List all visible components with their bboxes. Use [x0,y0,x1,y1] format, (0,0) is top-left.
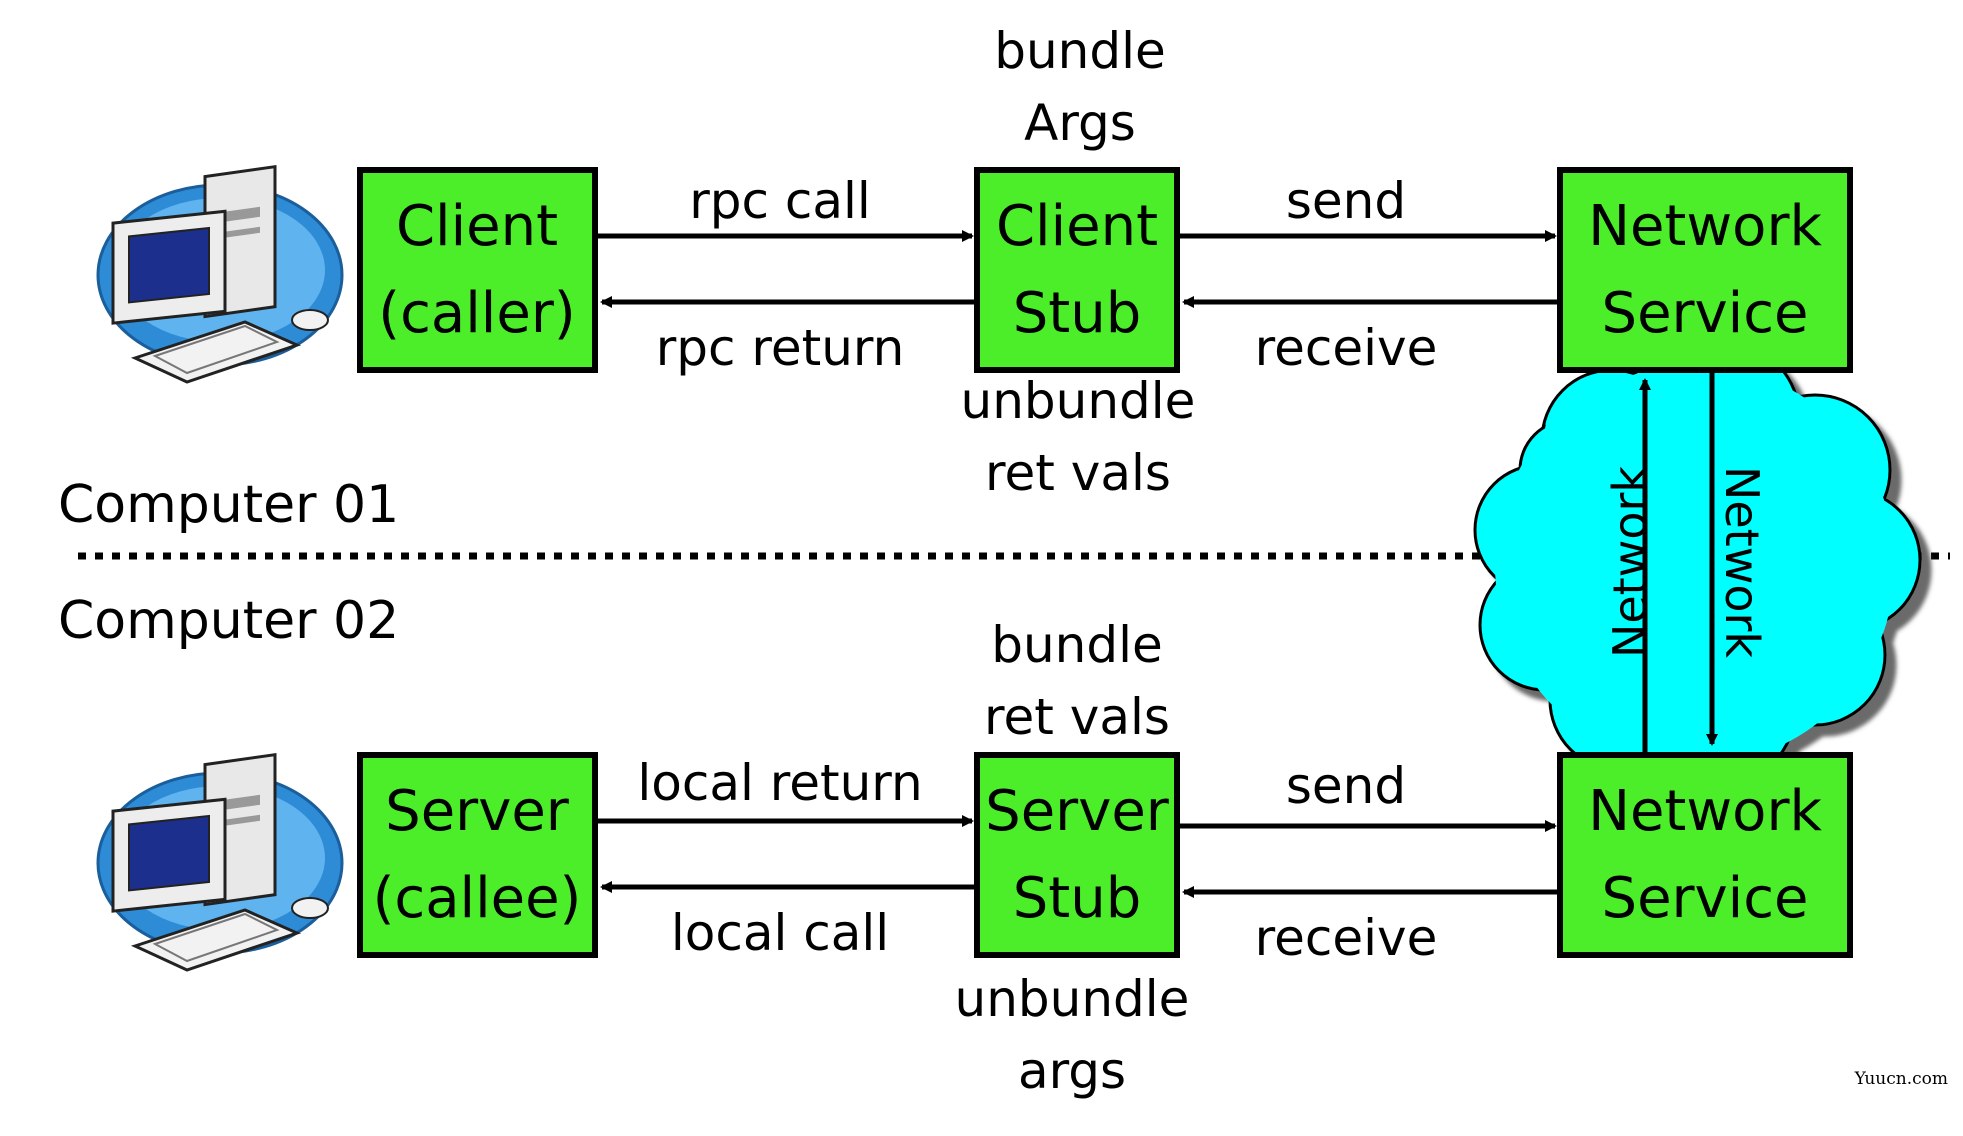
computer-02-label: Computer 02 [58,591,399,651]
client-box-line2: (caller) [378,281,575,346]
send-top-label: send [1286,172,1406,230]
server-box-line2: (callee) [373,866,582,931]
bundle-ret-vals-line2: ret vals [984,688,1170,746]
send-bottom-label: send [1286,757,1406,815]
computer-icon [96,752,344,972]
computer-01-label: Computer 01 [58,475,399,535]
unbundle-args-line2: args [1018,1042,1126,1100]
client-stub-line2: Stub [1013,281,1142,346]
local-return-label: local return [637,754,922,812]
computer-icon [96,164,344,384]
network-down-label: Network [1715,466,1769,658]
server-stub-box: Server Stub [974,752,1180,958]
bundle-args-line1: bundle [994,22,1166,80]
client-box-line1: Client [396,194,558,259]
cloud-icon [1473,338,1922,787]
local-call-label: local call [671,904,889,962]
rpc-call-label: rpc call [689,172,871,230]
client-box: Client (caller) [357,167,598,373]
server-network-line1: Network [1588,779,1822,844]
client-stub-box: Client Stub [974,167,1180,373]
receive-top-label: receive [1255,319,1438,377]
bundle-ret-vals-line1: bundle [991,616,1163,674]
client-network-line1: Network [1588,194,1822,259]
unbundle-ret-vals-line1: unbundle [961,372,1196,430]
client-network-service-box: Network Service [1557,167,1853,373]
receive-bottom-label: receive [1255,909,1438,967]
server-stub-line1: Server [985,779,1170,844]
watermark: Yuucn.com [1854,1069,1948,1089]
unbundle-ret-vals-line2: ret vals [985,444,1171,502]
server-stub-line2: Stub [1013,866,1142,931]
client-network-line2: Service [1602,281,1809,346]
unbundle-args-line1: unbundle [955,970,1190,1028]
server-box: Server (callee) [357,752,598,958]
client-stub-line1: Client [996,194,1158,259]
server-network-line2: Service [1602,866,1809,931]
rpc-return-label: rpc return [656,319,905,377]
server-box-line1: Server [385,779,570,844]
bundle-args-line2: Args [1024,94,1136,152]
server-network-service-box: Network Service [1557,752,1853,958]
network-up-label: Network [1603,466,1657,658]
